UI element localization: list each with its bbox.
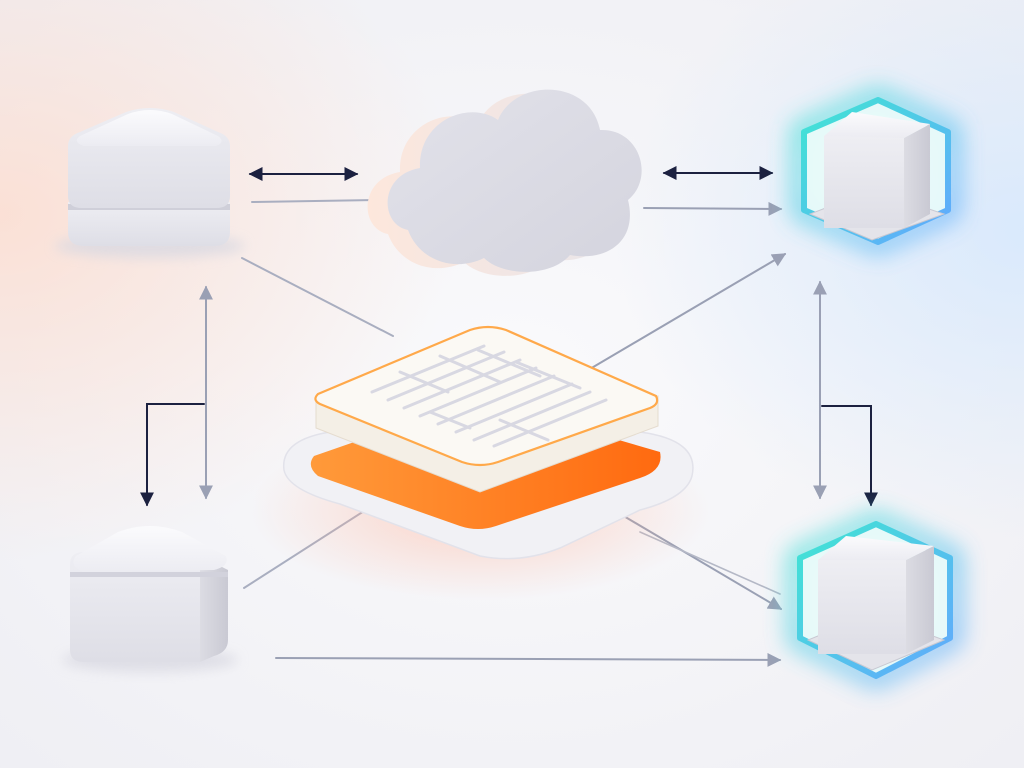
node-bottom-left-body <box>70 552 200 662</box>
edge-left-elbow <box>140 403 205 507</box>
edge-topleft-chip <box>241 257 394 337</box>
node-top-left[interactable] <box>55 108 245 258</box>
node-bottom-right-top <box>818 536 934 560</box>
cloud-node[interactable] <box>367 89 642 276</box>
node-top-left-top <box>76 110 222 146</box>
node-top-right-glow-blur <box>793 88 959 254</box>
node-bottom-right-face <box>818 560 906 654</box>
node-bottom-right-glow-blur <box>789 512 961 688</box>
node-bottom-left[interactable] <box>62 526 238 672</box>
connectors <box>140 166 878 667</box>
edge-chip-topright <box>577 253 787 377</box>
node-top-right-face <box>824 136 904 228</box>
edge-cloud-topright-link <box>643 201 783 216</box>
node-top-right-top <box>824 112 930 138</box>
edge-topleft-cloud-link <box>251 199 377 203</box>
edge-right-elbow <box>821 405 878 507</box>
node-bottom-right-side <box>906 546 934 654</box>
edge-bottomleft-bottomright <box>275 652 782 667</box>
node-bottom-right[interactable] <box>789 512 961 688</box>
cloud-body <box>387 89 642 272</box>
central-chip[interactable] <box>250 325 710 600</box>
node-top-right[interactable] <box>793 88 959 254</box>
central-chip-circuit <box>370 344 608 448</box>
node-top-right-side <box>904 124 930 228</box>
node-bottom-left-top <box>73 526 227 572</box>
node-top-left-base <box>68 202 230 246</box>
node-bottom-left-groove <box>70 572 228 577</box>
node-bottom-left-side <box>200 556 228 662</box>
central-chip-top <box>314 325 659 467</box>
